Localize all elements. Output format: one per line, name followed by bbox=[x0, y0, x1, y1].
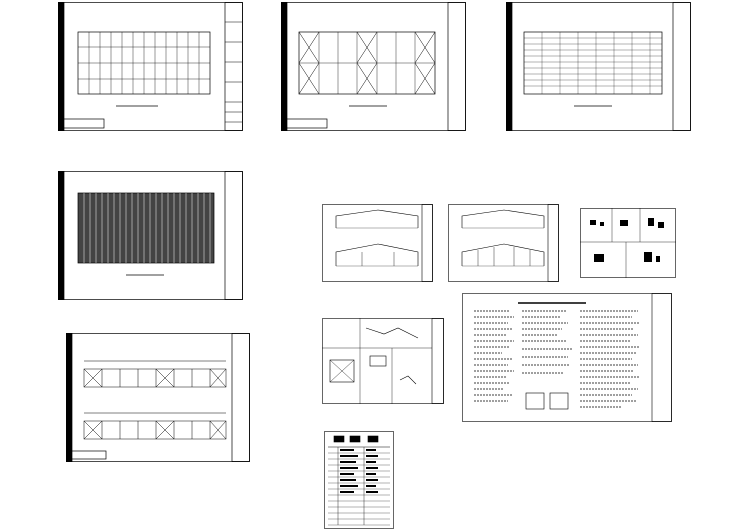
index-header-cell bbox=[333, 435, 345, 443]
title-block bbox=[224, 2, 243, 131]
purlin-lines bbox=[524, 32, 662, 94]
legend-box bbox=[284, 118, 328, 129]
index-header-cell bbox=[367, 435, 379, 443]
sheet-frame-sections-a[interactable] bbox=[322, 204, 433, 282]
base-plate-detail bbox=[329, 359, 355, 383]
elevation-lower bbox=[83, 412, 227, 440]
sheet-border bbox=[281, 2, 466, 131]
binding-strip bbox=[58, 171, 65, 300]
title-block bbox=[231, 333, 250, 462]
title-block bbox=[651, 293, 672, 422]
bracing-x bbox=[298, 31, 436, 95]
roof-panel-hatch bbox=[77, 192, 215, 264]
sheet-grid-plan[interactable] bbox=[58, 2, 243, 131]
title-block-lines bbox=[225, 21, 242, 123]
notes-table-b bbox=[549, 392, 569, 410]
sheet-elevations[interactable] bbox=[66, 333, 250, 462]
detail-marks bbox=[590, 218, 664, 262]
sheet-border bbox=[66, 333, 250, 462]
splice-detail bbox=[369, 355, 387, 367]
sheet-border bbox=[448, 204, 559, 282]
title-block bbox=[421, 204, 433, 282]
plan-grid bbox=[78, 32, 210, 94]
portal-frame-upper bbox=[461, 209, 545, 228]
sheet-border bbox=[462, 293, 672, 422]
sheet-drawing-index[interactable] bbox=[324, 431, 394, 529]
purlin-cleat-detail bbox=[399, 375, 417, 385]
notes-table-a bbox=[525, 392, 545, 410]
sheet-bracing-plan[interactable] bbox=[281, 2, 466, 131]
sheet-border bbox=[506, 2, 691, 131]
sheet-border bbox=[58, 2, 243, 131]
roof-panel-ribs bbox=[83, 193, 211, 263]
portal-frame-upper bbox=[335, 209, 419, 228]
sheet-border bbox=[322, 204, 433, 282]
plan-grid bbox=[299, 32, 435, 94]
title-block bbox=[447, 2, 466, 131]
knee-detail bbox=[365, 327, 419, 339]
sheet-roof-panel-plan[interactable] bbox=[58, 171, 243, 300]
sheet-general-notes[interactable] bbox=[462, 293, 672, 422]
sheet-details-grid[interactable] bbox=[580, 208, 676, 278]
binding-strip bbox=[66, 333, 73, 462]
legend-box bbox=[61, 118, 105, 129]
title-block bbox=[672, 2, 691, 131]
sheet-frame-sections-b[interactable] bbox=[448, 204, 559, 282]
title-block bbox=[547, 204, 559, 282]
sheet-purlin-plan[interactable] bbox=[506, 2, 691, 131]
binding-strip bbox=[58, 2, 65, 131]
sheet-border bbox=[324, 431, 394, 529]
index-rows bbox=[328, 452, 390, 526]
plan-outline bbox=[523, 31, 663, 95]
portal-frame-lower bbox=[461, 243, 545, 266]
sheet-border bbox=[580, 208, 676, 278]
title-block bbox=[431, 318, 444, 404]
portal-frame-lower bbox=[335, 243, 419, 266]
legend-box bbox=[69, 450, 107, 460]
sheet-connection-details[interactable] bbox=[322, 318, 444, 404]
notes-text-lines bbox=[474, 310, 640, 408]
elevation-upper bbox=[83, 360, 227, 388]
title-block bbox=[224, 171, 243, 300]
index-header-cell bbox=[349, 435, 361, 443]
sheet-border bbox=[322, 318, 444, 404]
binding-strip bbox=[281, 2, 288, 131]
index-entries bbox=[340, 449, 378, 493]
binding-strip bbox=[506, 2, 513, 131]
